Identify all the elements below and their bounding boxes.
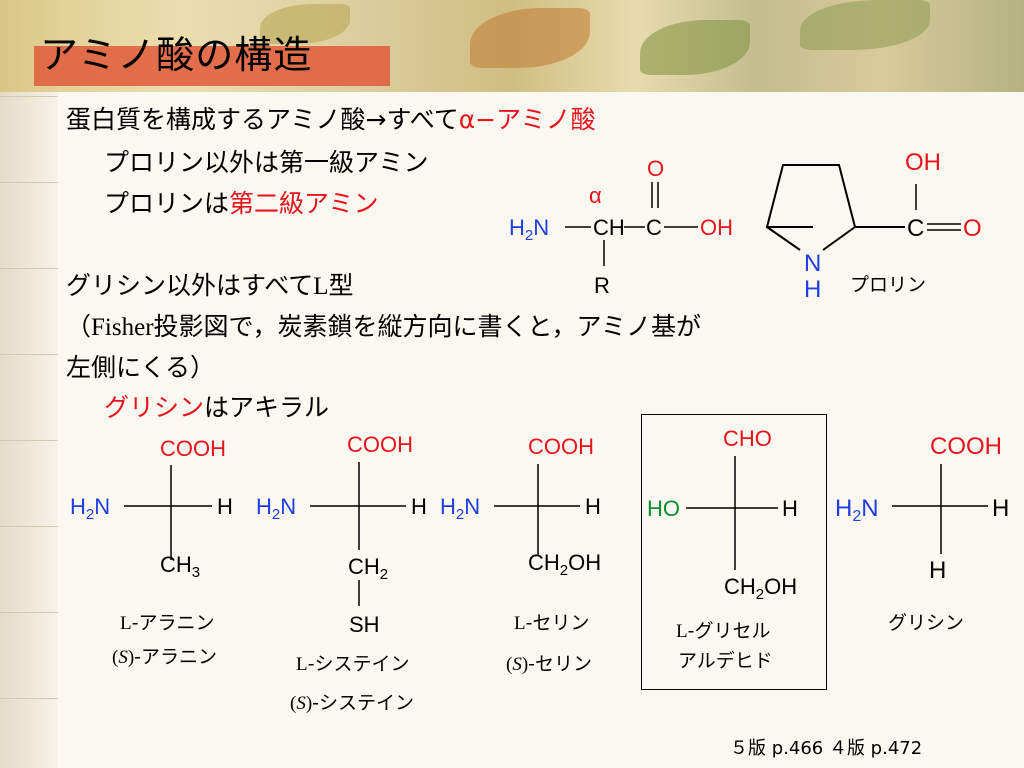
- glycine-highlight: グリシン: [104, 393, 205, 422]
- text-line-6: 左側にくる）: [66, 353, 216, 382]
- svg-text:CH2OH: CH2OH: [528, 550, 601, 579]
- text-line-2: プロリン以外は第一級アミン: [104, 148, 429, 177]
- text-line-5: （Fisher投影図で，炭素鎖を縦方向に書くと，アミノ基が: [66, 312, 702, 341]
- carbonyl-oxygen: O: [647, 156, 664, 181]
- svg-text:H2N: H2N: [440, 494, 480, 523]
- amino-group: H2N: [509, 215, 549, 244]
- svg-text:H: H: [411, 494, 427, 519]
- text-line-1: 蛋白質を構成するアミノ酸→すべてα−アミノ酸: [66, 105, 596, 134]
- svg-text:COOH: COOH: [160, 436, 226, 461]
- side-chain-r: R: [594, 273, 610, 298]
- svg-text:COOH: COOH: [528, 434, 594, 459]
- proline-nh-hydrogen: H: [804, 276, 821, 303]
- svg-text:CH3: CH3: [160, 552, 200, 581]
- label-s-alanine: (S)-アラニン: [112, 646, 218, 668]
- svg-text:H2N: H2N: [256, 494, 296, 523]
- carboxyl-carbon: C: [646, 215, 662, 240]
- svg-text:H: H: [782, 496, 798, 521]
- alpha-label: α: [589, 183, 602, 208]
- fischer-alanine: COOH H2N H CH3: [70, 436, 233, 581]
- svg-text:CHO: CHO: [723, 426, 772, 451]
- proline-hydroxyl: OH: [905, 149, 941, 176]
- svg-text:H2N: H2N: [835, 495, 879, 525]
- proline-label: プロリン: [850, 274, 926, 296]
- alpha-amino-acid-highlight: α−アミノ酸: [458, 105, 596, 134]
- proline-carbonyl-oxygen: O: [963, 215, 982, 242]
- svg-text:H: H: [585, 494, 601, 519]
- svg-text:COOH: COOH: [930, 433, 1002, 460]
- fischer-projections: COOH H2N H CH3 COOH H2N H CH2 SH COOH H2…: [70, 426, 1009, 637]
- label-l-cysteine: L-システイン: [296, 653, 410, 675]
- label-s-serine: (S)-セリン: [506, 653, 593, 675]
- svg-text:H2N: H2N: [70, 494, 110, 523]
- text-line-4: グリシン以外はすべてL型: [66, 271, 354, 300]
- proline-nitrogen: N: [804, 250, 821, 277]
- text-line-3: プロリンは第二級アミン: [104, 189, 379, 218]
- glyceraldehyde-frame: [641, 414, 827, 690]
- text-line-7: グリシンはアキラル: [104, 393, 330, 422]
- slide-title: アミノ酸の構造: [40, 33, 313, 77]
- fischer-glyceraldehyde: CHO HO H CH2OH: [647, 426, 798, 603]
- svg-text:H: H: [992, 495, 1009, 522]
- svg-text:HO: HO: [647, 496, 680, 521]
- fischer-cysteine: COOH H2N H CH2 SH: [256, 432, 427, 637]
- svg-text:H: H: [217, 494, 233, 519]
- label-l-alanine: L-アラニン: [120, 612, 215, 634]
- fischer-glycine: COOH H2N H H: [835, 433, 1009, 584]
- svg-text:CH2OH: CH2OH: [724, 574, 797, 603]
- left-paper-strip: [0, 0, 58, 768]
- svg-text:CH2: CH2: [348, 554, 388, 583]
- fischer-serine: COOH H2N H CH2OH: [440, 434, 601, 579]
- svg-text:COOH: COOH: [347, 432, 413, 457]
- title-red-band: [34, 46, 390, 86]
- label-glyceraldehyde-2: アルデヒド: [678, 650, 773, 672]
- label-l-serine: L-セリン: [514, 612, 590, 634]
- svg-text:SH: SH: [349, 612, 380, 637]
- generic-amino-acid-structure: α O H2N CH C OH R: [509, 156, 733, 298]
- label-l-glyceraldehyde: L-グリセル: [676, 620, 771, 642]
- label-s-cysteine: (S)-システイン: [290, 692, 415, 714]
- proline-carboxyl-carbon: C: [907, 215, 924, 242]
- page-reference: ５版 p.466 ４版 p.472: [730, 738, 923, 759]
- hydroxyl-group: OH: [700, 215, 733, 240]
- proline-structure: N H C OH O プロリン: [765, 149, 982, 303]
- secondary-amine-highlight: 第二級アミン: [229, 189, 379, 218]
- alpha-carbon: CH: [593, 215, 625, 240]
- label-glycine: グリシン: [888, 612, 965, 634]
- svg-text:H: H: [929, 557, 946, 584]
